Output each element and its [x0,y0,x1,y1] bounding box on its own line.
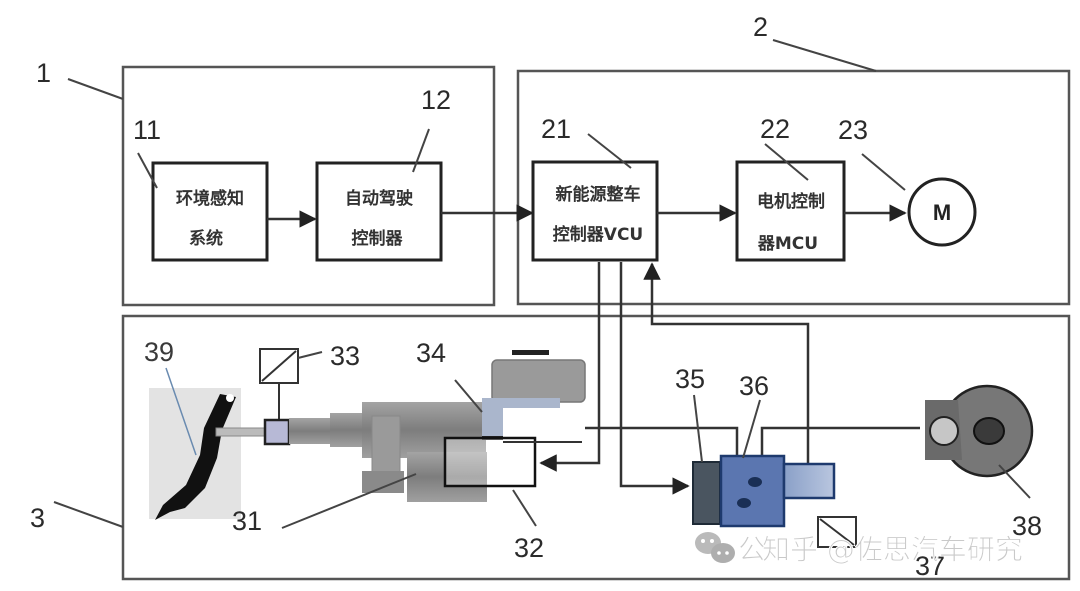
group-2-frame [516,69,1071,306]
ref-35: 35 [675,364,705,394]
autodrive-controller-block [315,161,443,262]
ref-35-leader [693,394,703,463]
ref-23: 23 [838,115,868,145]
ref-34: 34 [416,338,446,368]
autodrive-line1: 自动驾驶 [345,188,413,209]
wechat-icon [695,532,735,563]
ref-21: 21 [541,114,571,144]
ref-32: 32 [514,533,544,563]
ref-32-leader [512,489,537,527]
ref-22-leader [764,143,809,181]
ref-33: 33 [330,341,360,371]
sensor-37-diagonal [819,518,855,546]
ref-36: 36 [739,371,769,401]
cylinder-port-base [362,471,404,493]
ref-31: 31 [232,506,262,536]
ref-11-leader [137,152,158,189]
mcu-block [735,160,846,262]
pump-port-2 [737,498,751,508]
reservoir-pipe-34 [482,398,560,436]
ref-33-leader [297,351,323,359]
motor-circle [907,177,977,247]
vcu-line1: 新能源整车 [556,184,641,205]
wire-vcu-to-actuator35 [619,262,690,495]
ref-31-leader [281,473,417,529]
ref-39: 39 [144,337,174,367]
group-1-leader [67,78,124,100]
brake-pedal [155,394,236,520]
wire-vcu-to-valve32 [539,262,601,472]
hydraulic-line-out [760,426,920,458]
ref-23-leader [861,153,906,191]
ref-12-leader [412,128,430,173]
watermark-text: 知乎 @佐思汽车研究 [762,533,1023,566]
pedal-pushrod [215,427,267,437]
vcu-block [531,160,659,262]
actuator-35 [692,461,721,525]
watermark-prefix: 公 [738,533,766,566]
valve-32 [443,436,537,488]
mcu-line1: 电机控制 [757,191,825,212]
motor-symbol: M [933,200,951,225]
ref-38-leader [998,464,1031,499]
cylinder-lower-chamber [407,452,487,502]
env-perception-line1: 环境感知 [176,188,244,209]
cylinder-rod-section [289,418,334,444]
group-1-label: 1 [36,58,51,88]
vcu-line2: 控制器VCU [553,224,643,245]
pump-36 [719,454,786,528]
group-2-label: 2 [753,12,768,42]
autodrive-line2: 控制器 [352,228,404,249]
ref-12: 12 [421,85,451,115]
reservoir-cap [512,350,549,355]
ref-22: 22 [760,114,790,144]
env-perception-block [151,161,269,262]
wire-sensor-to-vcu [643,262,810,480]
ref-21-leader [587,133,632,169]
brake-fluid-reservoir [491,359,586,403]
ref-11: 11 [133,115,161,145]
ref-36-leader [742,399,761,459]
group-3-label: 3 [30,503,45,533]
hydraulic-line-in [585,426,739,458]
pedal-pivot [226,394,234,402]
mcu-line2: 器MCU [757,234,818,254]
group-2-leader [772,39,877,72]
ref-38: 38 [1012,511,1042,541]
brake-disc-hub [973,417,1005,445]
cylinder-neck-section [330,413,365,447]
pump-port-1 [748,477,762,487]
env-perception-line2: 系统 [189,228,223,249]
ref-34-leader [454,379,483,413]
pedal-sensor-diagonal [261,350,297,382]
group-3-frame [121,314,1071,581]
pushrod-coupling [263,418,291,446]
pump-outlet-tube [782,462,836,500]
group-3-leader [53,501,124,528]
ref-37: 37 [915,551,945,581]
ref-39-leader [165,367,197,456]
group-1-frame [121,65,496,307]
caliper-piston [929,416,959,446]
